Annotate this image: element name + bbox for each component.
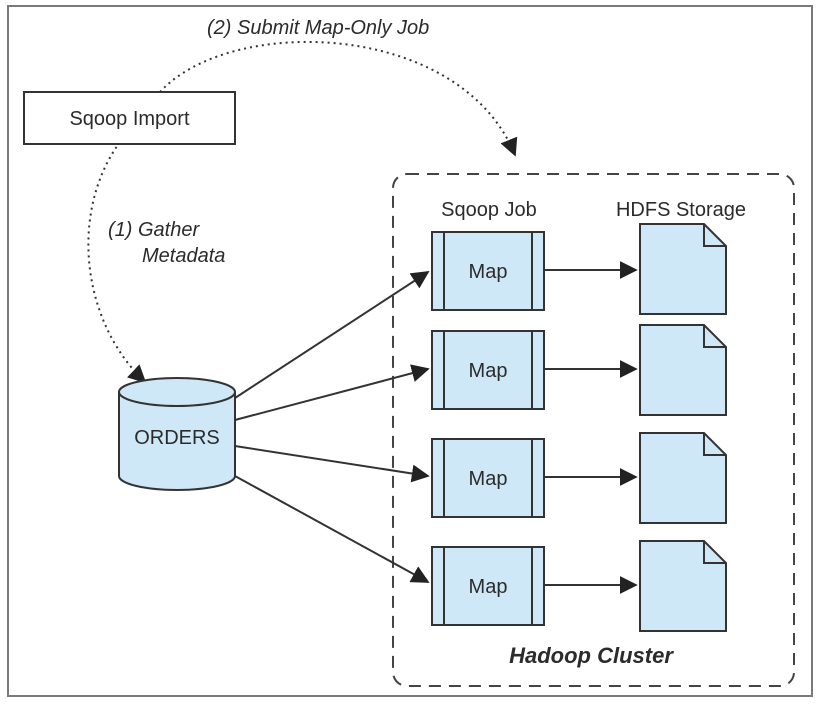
sqoop-job-header: Sqoop Job (441, 199, 537, 221)
gather-metadata-label-line2: Metadata (142, 245, 225, 267)
map-task-4: Map (431, 546, 545, 626)
map-task-3: Map (431, 438, 545, 518)
map-task-label: Map (469, 468, 508, 490)
submit-job-label: (2) Submit Map-Only Job (207, 17, 429, 39)
db-to-map-arrow-4 (234, 475, 430, 583)
map-task-label: Map (469, 576, 508, 598)
hdfs-file-icon-1 (639, 223, 727, 315)
hadoop-cluster-container (392, 173, 795, 687)
hdfs-file-icon-4 (639, 540, 727, 632)
db-to-map-arrow-1 (234, 271, 430, 399)
hdfs-storage-header: HDFS Storage (616, 199, 746, 221)
sqoop-import-box: Sqoop Import (23, 91, 236, 145)
hdfs-file-icon-2 (639, 324, 727, 416)
hadoop-cluster-label: Hadoop Cluster (509, 643, 674, 668)
map-task-1: Map (431, 231, 545, 311)
orders-database-icon: ORDERS (118, 377, 236, 491)
db-to-map-arrow-2 (234, 364, 430, 421)
sqoop-import-label: Sqoop Import (69, 108, 190, 130)
gather-metadata-label-line1: (1) Gather (108, 219, 200, 241)
map-task-2: Map (431, 330, 545, 410)
hdfs-file-icon-3 (639, 432, 727, 524)
map-task-label: Map (469, 261, 508, 283)
orders-label: ORDERS (134, 427, 220, 449)
map-task-label: Map (469, 360, 508, 382)
db-to-map-arrow-3 (234, 445, 430, 483)
